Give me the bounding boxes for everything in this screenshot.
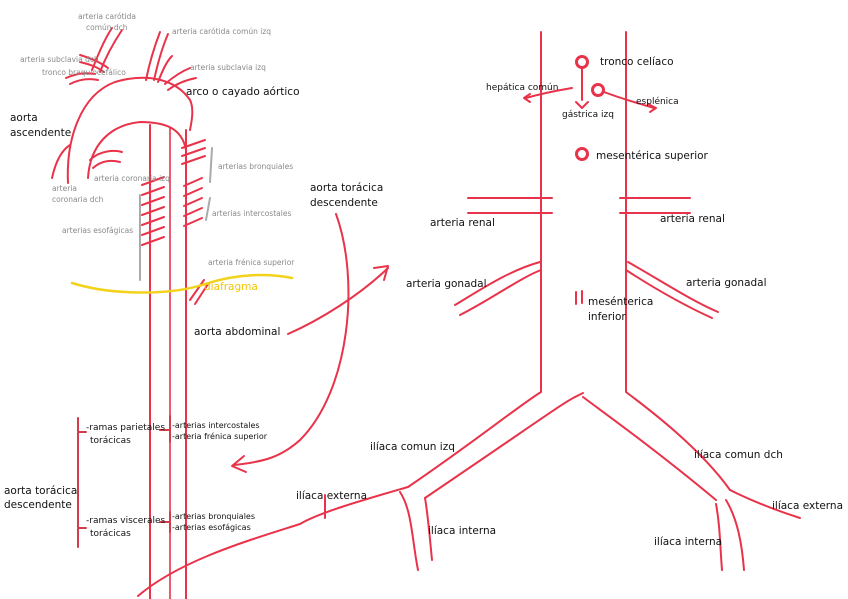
diaphragm-line — [70, 273, 294, 294]
label-iliaca-comun-dch: ilíaca comun dch — [694, 449, 783, 461]
label-arco-aortico: arco o cayado aórtico — [186, 86, 300, 98]
outline-parietales-item-2: -arteria frénica superior — [172, 432, 268, 441]
label-coronaria-dch-1: arteria — [52, 184, 77, 193]
label-gonadal-izq: arteria gonadal — [406, 278, 487, 290]
label-iliaca-externa-dch: ilíaca externa — [772, 500, 844, 512]
label-carotida-comun-dch-2: común dch — [86, 23, 128, 32]
outline-parietales-item-1: -arterias intercostales — [172, 421, 260, 430]
label-aorta-ascendente-2: ascendente — [10, 127, 72, 139]
outline-viscerales-1: -ramas viscerales — [86, 516, 166, 526]
aortic-arch-drawing — [51, 27, 209, 599]
label-esofagicas: arterias esofágicas — [62, 226, 134, 235]
label-esplenica: esplénica — [636, 97, 679, 107]
label-subclavia-izq: arteria subclavia izq — [190, 63, 266, 72]
label-diafragma: diafragma — [204, 281, 258, 293]
label-aorta-abdominal: aorta abdominal — [194, 326, 281, 338]
gray-brackets — [139, 147, 213, 281]
label-subclavia-dch: arteria subclavia dch — [20, 55, 99, 64]
label-renal-dch: arteria renal — [660, 213, 725, 225]
label-bronquiales: arterias bronquiales — [218, 162, 294, 171]
label-tronco-braquiocefalico: tronco braquiocefálico — [42, 68, 126, 77]
label-iliaca-interna-dch: ilíaca interna — [654, 536, 723, 548]
label-tronco-celiaco: tronco celíaco — [600, 56, 674, 68]
label-intercostales: arterias intercostales — [212, 209, 292, 218]
label-gastrica-izq: gástrica izq — [562, 110, 614, 120]
label-hepatica-comun: hepática común — [486, 83, 559, 93]
label-mesenterica-inferior-1: mesénterica — [588, 296, 654, 308]
abdominal-aorta-drawing — [137, 31, 801, 597]
arrow-to-abdominal — [287, 267, 389, 335]
outline-root-1: aorta torácica — [4, 485, 78, 497]
label-renal-izq: arteria renal — [430, 217, 495, 229]
arrow-to-outline — [233, 213, 350, 466]
outline-viscerales-item-1: -arterias bronquiales — [172, 512, 256, 521]
label-iliaca-interna-izq: ilíaca interna — [428, 525, 497, 537]
label-carotida-comun-izq: arteria carótida común izq — [172, 27, 272, 36]
label-coronaria-izq: arteria coronaria izq — [94, 174, 170, 183]
label-mesenterica-superior: mesentérica superior — [596, 150, 708, 162]
outline-parietales-1: -ramas parietales — [86, 423, 166, 433]
label-iliaca-comun-izq: ilíaca comun izq — [370, 441, 455, 453]
label-aorta-ascendente-1: aorta — [10, 112, 38, 124]
label-gonadal-dch: arteria gonadal — [686, 277, 767, 289]
label-iliaca-externa-izq: ilíaca externa — [296, 490, 368, 502]
outline-root-2: descendente — [4, 499, 72, 511]
outline-viscerales-2: torácicas — [90, 529, 131, 539]
label-aorta-toracica-desc-2: descendente — [310, 197, 378, 209]
outline-viscerales-item-2: -arterias esofágicas — [172, 523, 251, 532]
label-carotida-comun-dch-1: arteria carótida — [78, 12, 136, 21]
label-coronaria-dch-2: coronaria dch — [52, 195, 104, 204]
label-mesenterica-inferior-2: inferior — [588, 311, 626, 323]
label-frenica-superior: arteria frénica superior — [208, 258, 295, 267]
outline-brackets — [77, 415, 171, 548]
label-aorta-toracica-desc-1: aorta torácica — [310, 182, 384, 194]
outline-parietales-2: torácicas — [90, 436, 131, 446]
